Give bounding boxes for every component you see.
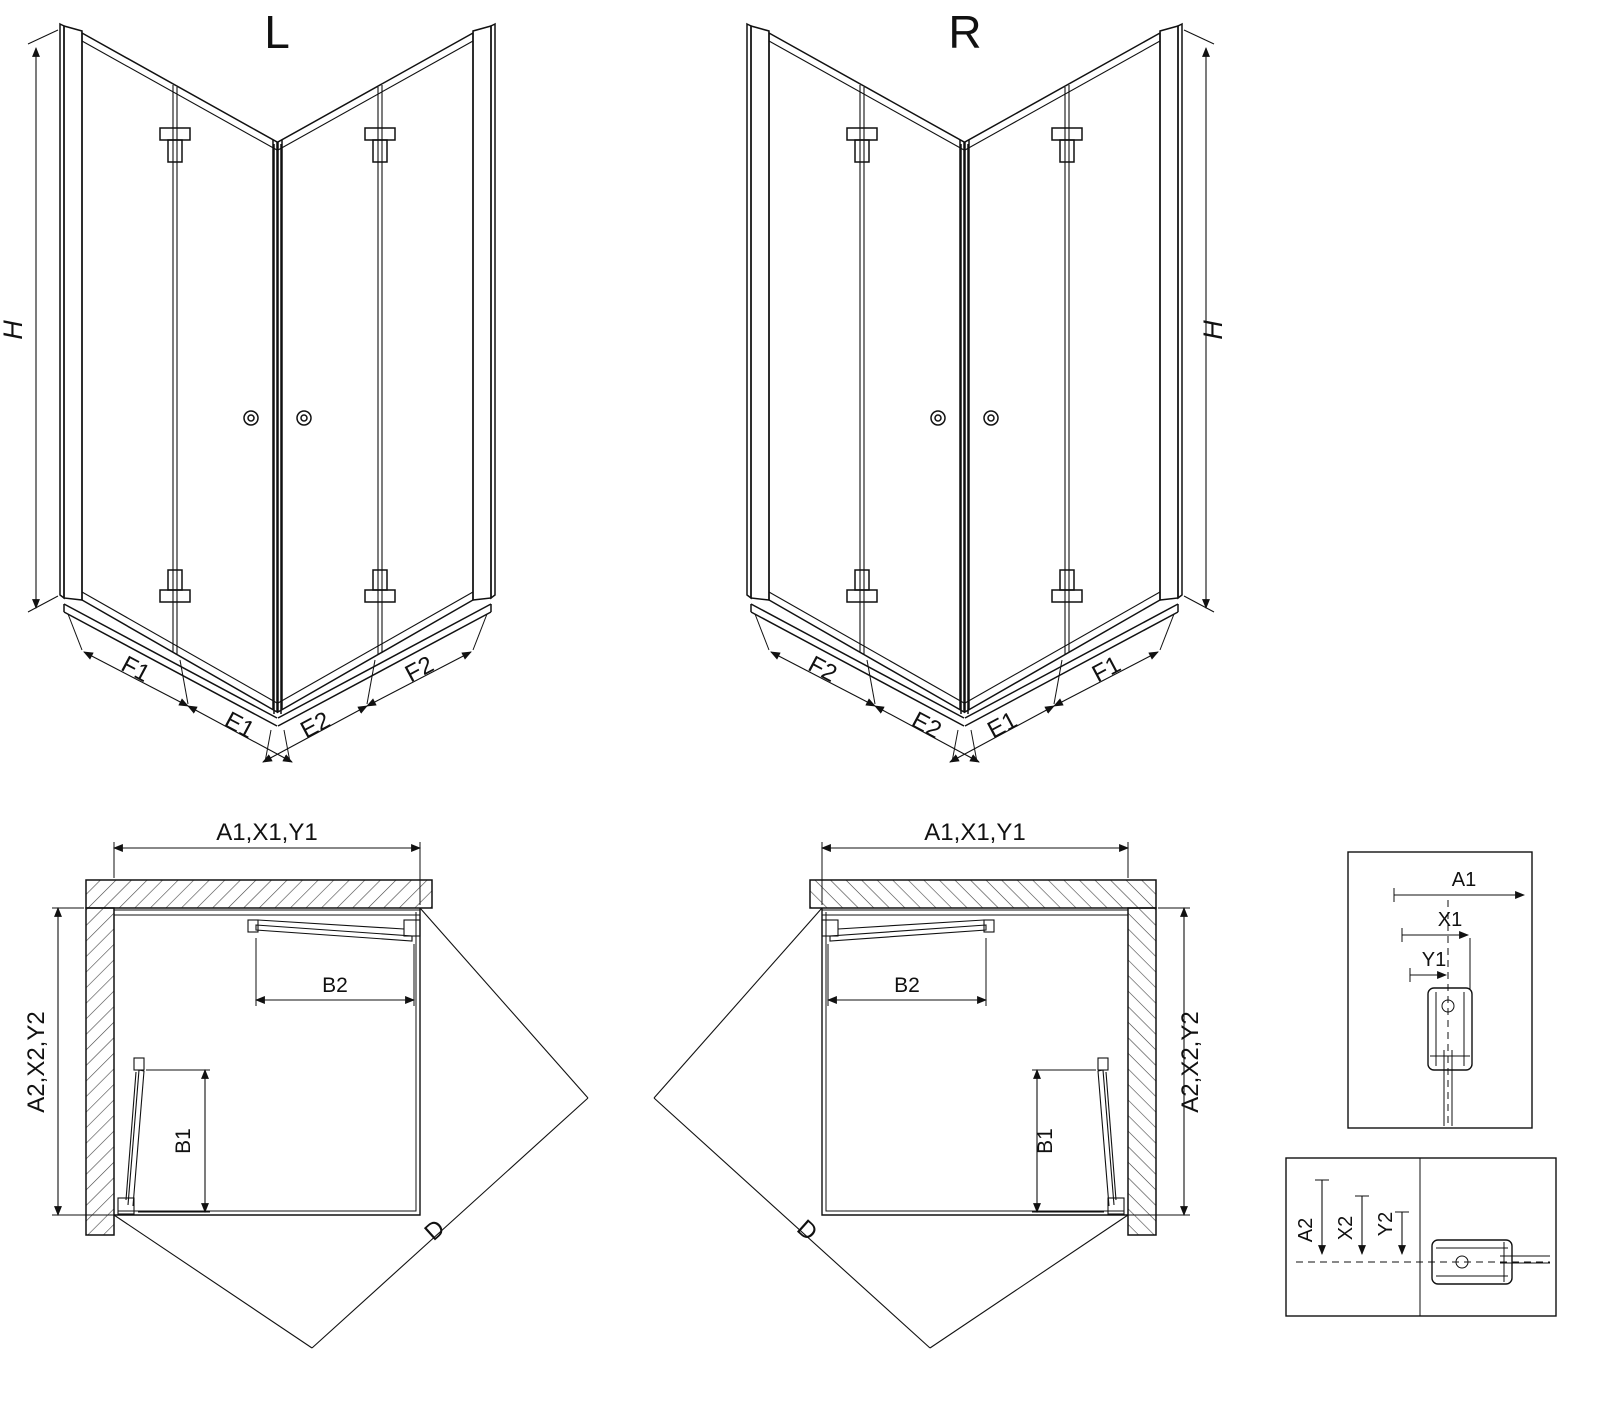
detail-profile-horizontal: A2 X2 Y2 (1285, 1157, 1557, 1317)
detail-bottom-x2-label: X2 (1335, 1216, 1357, 1240)
plan-right-width-label: A1,X1,Y1 (924, 819, 1025, 846)
detail-profile-vertical: A1 X1 Y1 (1347, 851, 1533, 1129)
plan-left-door-b1-label: B1 (172, 1128, 195, 1154)
plan-view-right: A1,X1,Y1 A2,X2,Y2 B2 B1 D (654, 819, 1204, 1348)
detail-bottom-y2-label: Y2 (1375, 1212, 1397, 1236)
plan-left-width-label: A1,X1,Y1 (216, 819, 317, 846)
detail-top-y1-label: Y1 (1422, 949, 1446, 971)
front-right-width-f2-label: F2 (804, 651, 841, 688)
front-left-width-f2-label: F2 (401, 651, 438, 688)
front-left-height-label: H (0, 320, 28, 340)
front-left-orientation-label: L (264, 6, 290, 58)
front-view-right: R H F2 E2 E1 F1 (747, 6, 1228, 762)
front-view-left: L H F1 E1 E2 F2 (0, 6, 495, 762)
front-left-width-f1-label: F1 (117, 651, 154, 688)
front-right-width-f1-label: F1 (1088, 651, 1125, 688)
front-right-width-e1-label: E1 (983, 707, 1022, 745)
plan-view-left: A1,X1,Y1 A2,X2,Y2 B2 B1 D (23, 819, 588, 1348)
plan-left-diagonal-label: D (420, 1215, 451, 1247)
front-left-width-e1-label: E1 (220, 707, 259, 745)
detail-bottom-a2-label: A2 (1295, 1218, 1317, 1242)
detail-top-x1-label: X1 (1438, 909, 1462, 931)
detail-top-a1-label: A1 (1452, 869, 1476, 891)
front-right-width-e2-label: E2 (907, 707, 946, 745)
front-right-orientation-label: R (948, 6, 981, 58)
plan-left-depth-label: A2,X2,Y2 (23, 1011, 50, 1112)
front-left-width-e2-label: E2 (296, 707, 335, 745)
plan-right-door-b1-label: B1 (1034, 1128, 1057, 1154)
front-right-height-label: H (1198, 320, 1228, 340)
plan-left-door-b2-label: B2 (322, 974, 348, 997)
plan-right-diagonal-label: D (792, 1215, 823, 1247)
plan-right-door-b2-label: B2 (894, 974, 920, 997)
plan-right-depth-label: A2,X2,Y2 (1177, 1011, 1204, 1112)
